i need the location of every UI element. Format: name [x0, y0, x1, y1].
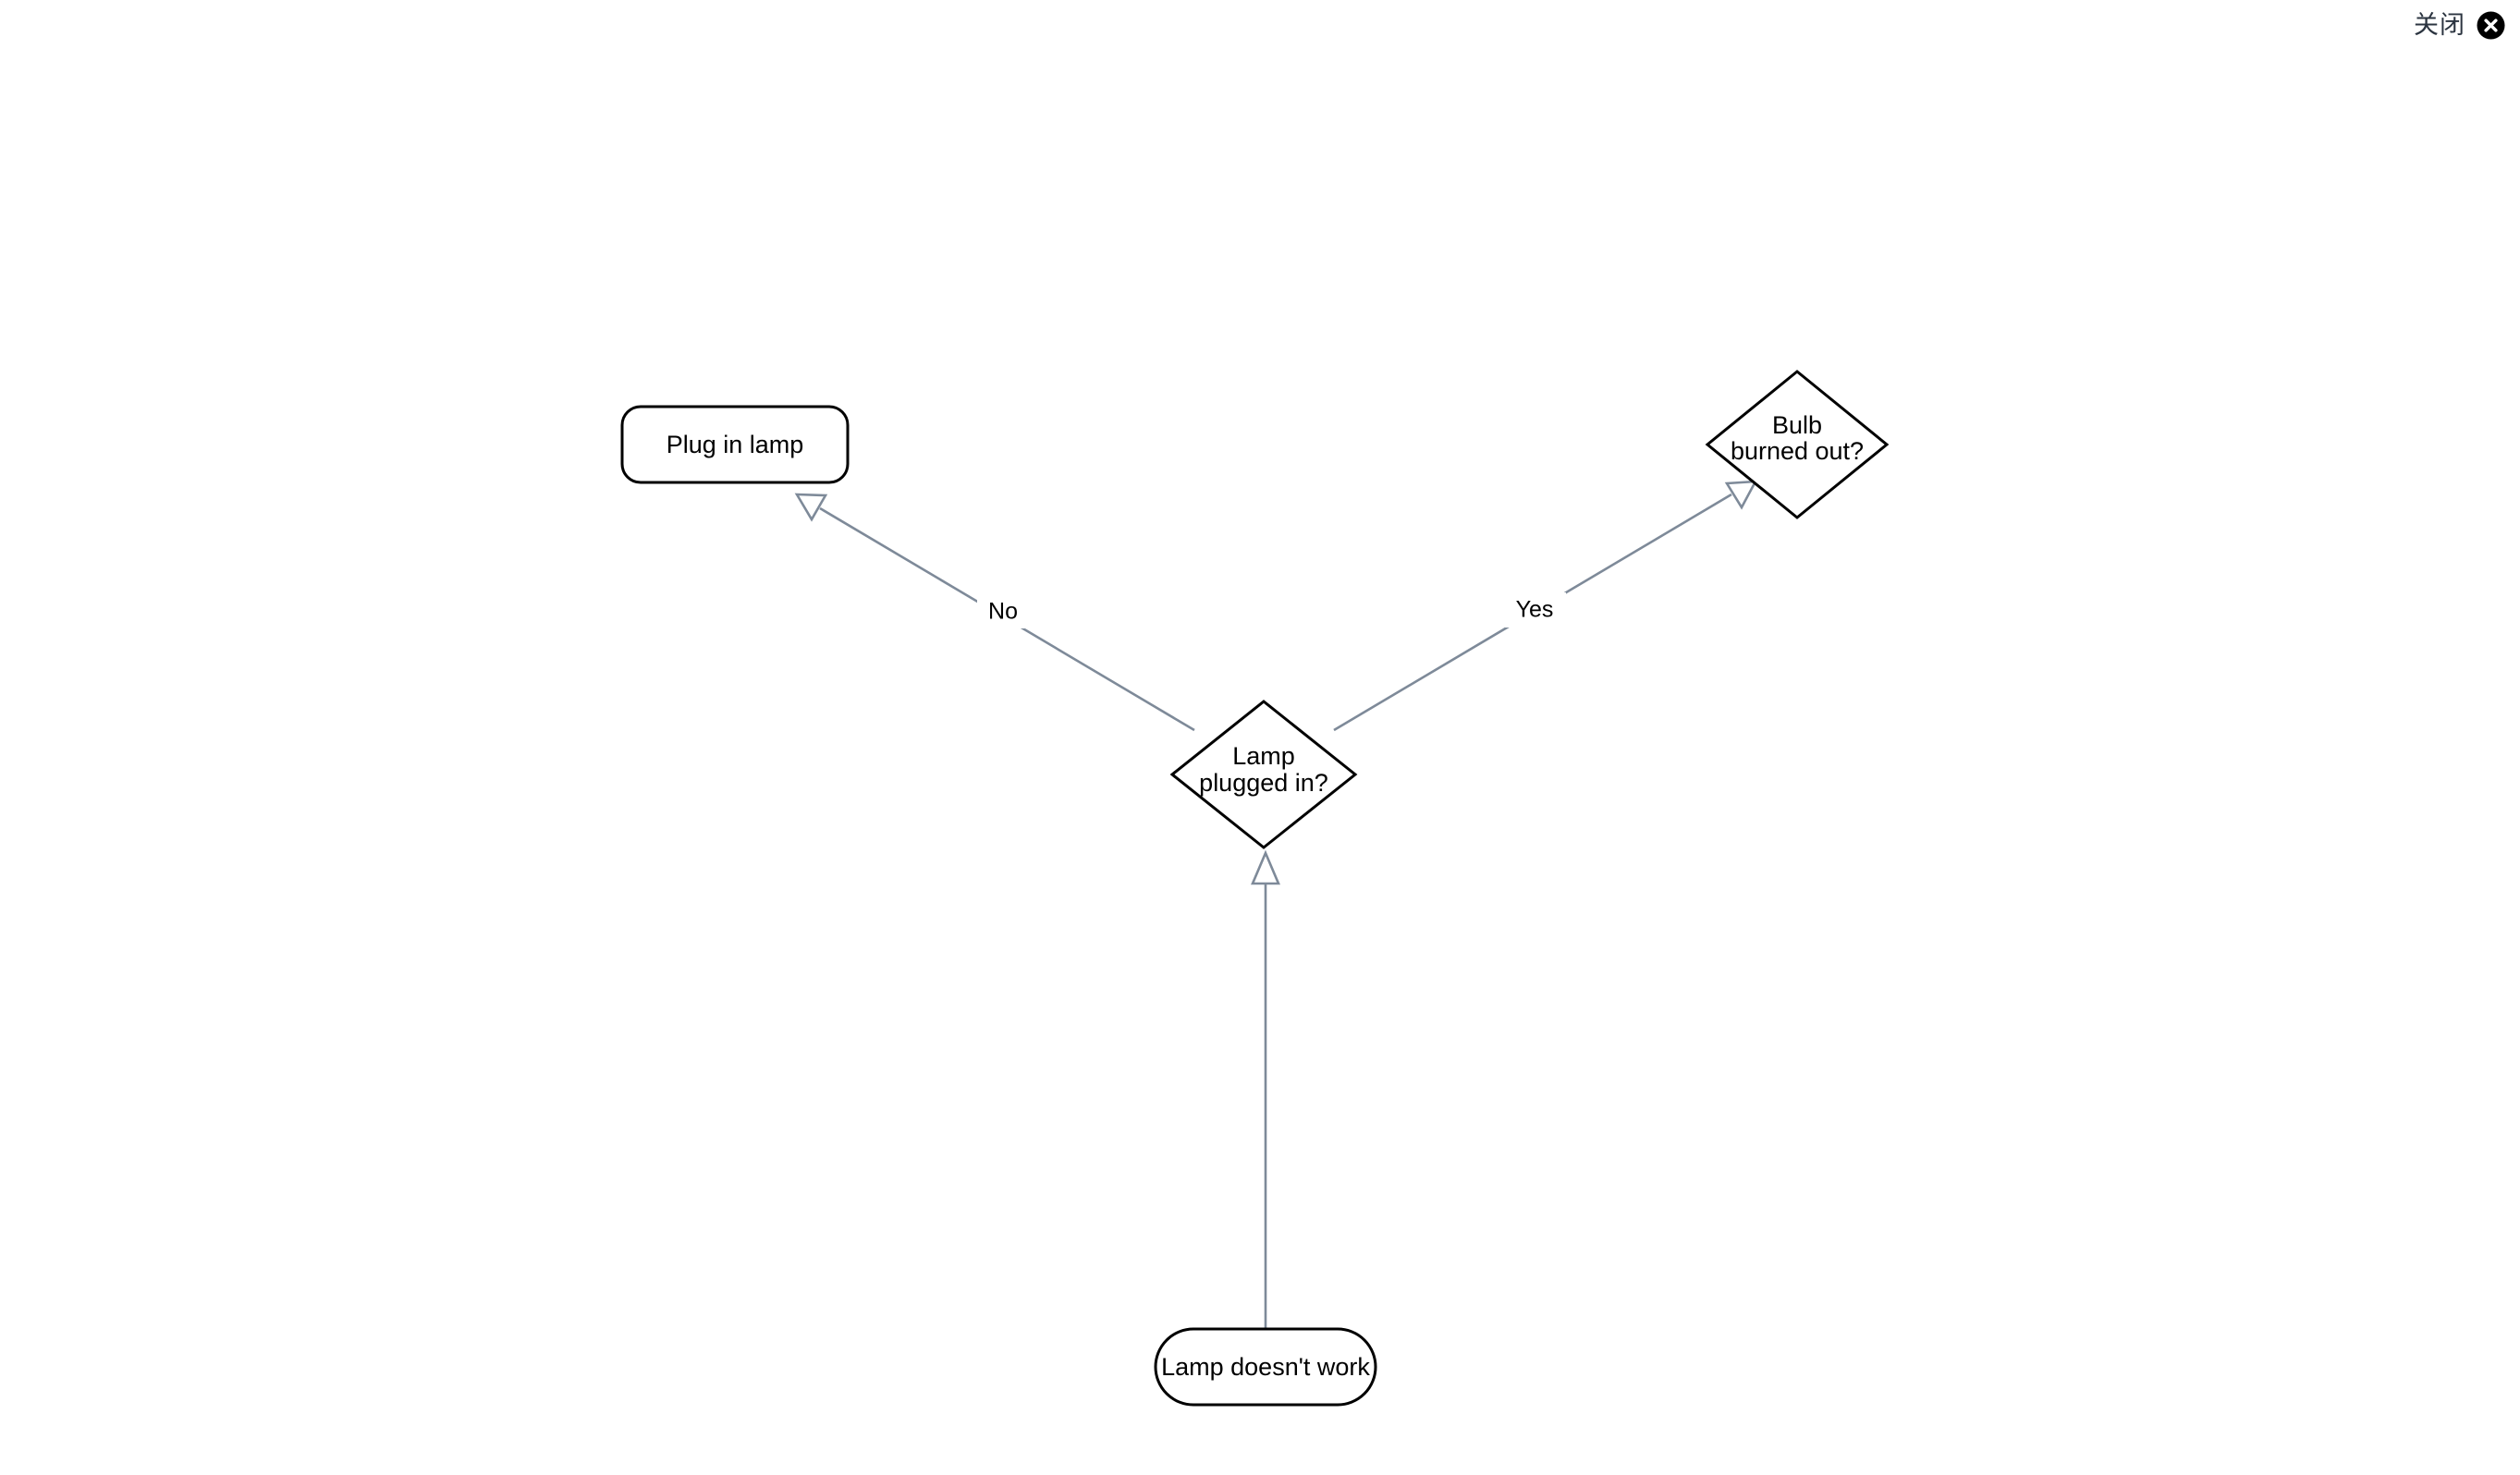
close-circle-icon[interactable]	[2477, 11, 2505, 40]
edge-label-yes: Yes	[1516, 597, 1554, 623]
close-button-label: 关闭	[2414, 11, 2465, 40]
close-button[interactable]: 关闭	[2414, 11, 2505, 40]
node-bulb-burned-out-label-line1: Bulb	[1772, 411, 1822, 439]
edge-yes[interactable]: Yes	[1333, 480, 1758, 732]
node-plug-in-lamp[interactable]: Plug in lamp	[620, 405, 850, 484]
arrowhead-upleft-icon	[794, 493, 828, 522]
edge-no[interactable]: No	[794, 493, 1195, 732]
node-plug-in-lamp-label: Plug in lamp	[667, 431, 804, 458]
arrowhead-up-icon	[1251, 849, 1280, 885]
node-lamp-plugged-in[interactable]: Lamp plugged in?	[1169, 700, 1358, 849]
node-lamp-doesnt-work[interactable]: Lamp doesn't work	[1154, 1327, 1377, 1407]
node-bulb-burned-out[interactable]: Bulb burned out?	[1705, 370, 1890, 519]
arrowhead-upright-icon	[1724, 480, 1758, 510]
node-bulb-burned-out-label-line2: burned out?	[1731, 437, 1864, 465]
node-lamp-doesnt-work-label: Lamp doesn't work	[1161, 1353, 1370, 1381]
edge-start[interactable]	[1251, 849, 1280, 1328]
node-lamp-plugged-in-label-line1: Lamp	[1232, 742, 1295, 770]
node-lamp-plugged-in-label-line2: plugged in?	[1199, 769, 1328, 797]
edge-label-no: No	[988, 599, 1018, 625]
